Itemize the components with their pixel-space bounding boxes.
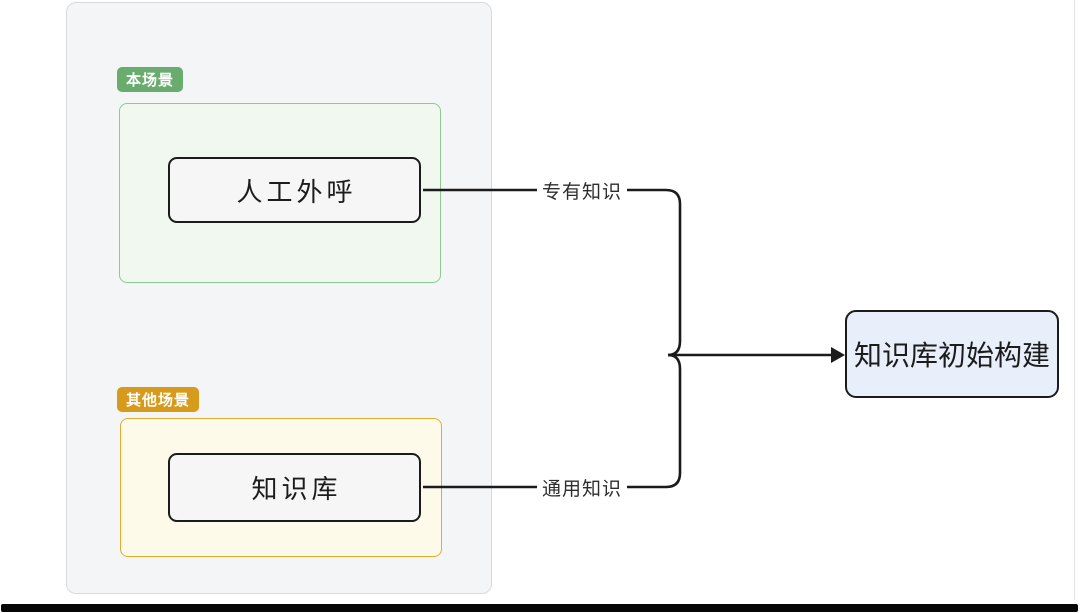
edge-label-general-knowledge: 通用知识	[539, 474, 625, 500]
bottom-bar	[1, 604, 1078, 612]
canvas-edge-line	[1074, 0, 1075, 600]
node-knowledge-base: 知识库	[168, 453, 421, 522]
node-manual-outbound-call: 人工外呼	[168, 157, 421, 223]
other-scene-badge: 其他场景	[117, 387, 200, 412]
node-knowledge-base-initial-build: 知识库初始构建	[845, 310, 1059, 398]
edge-label-proprietary-knowledge: 专有知识	[539, 177, 625, 203]
current-scene-badge: 本场景	[117, 67, 184, 92]
arrow-head-icon	[831, 347, 845, 363]
